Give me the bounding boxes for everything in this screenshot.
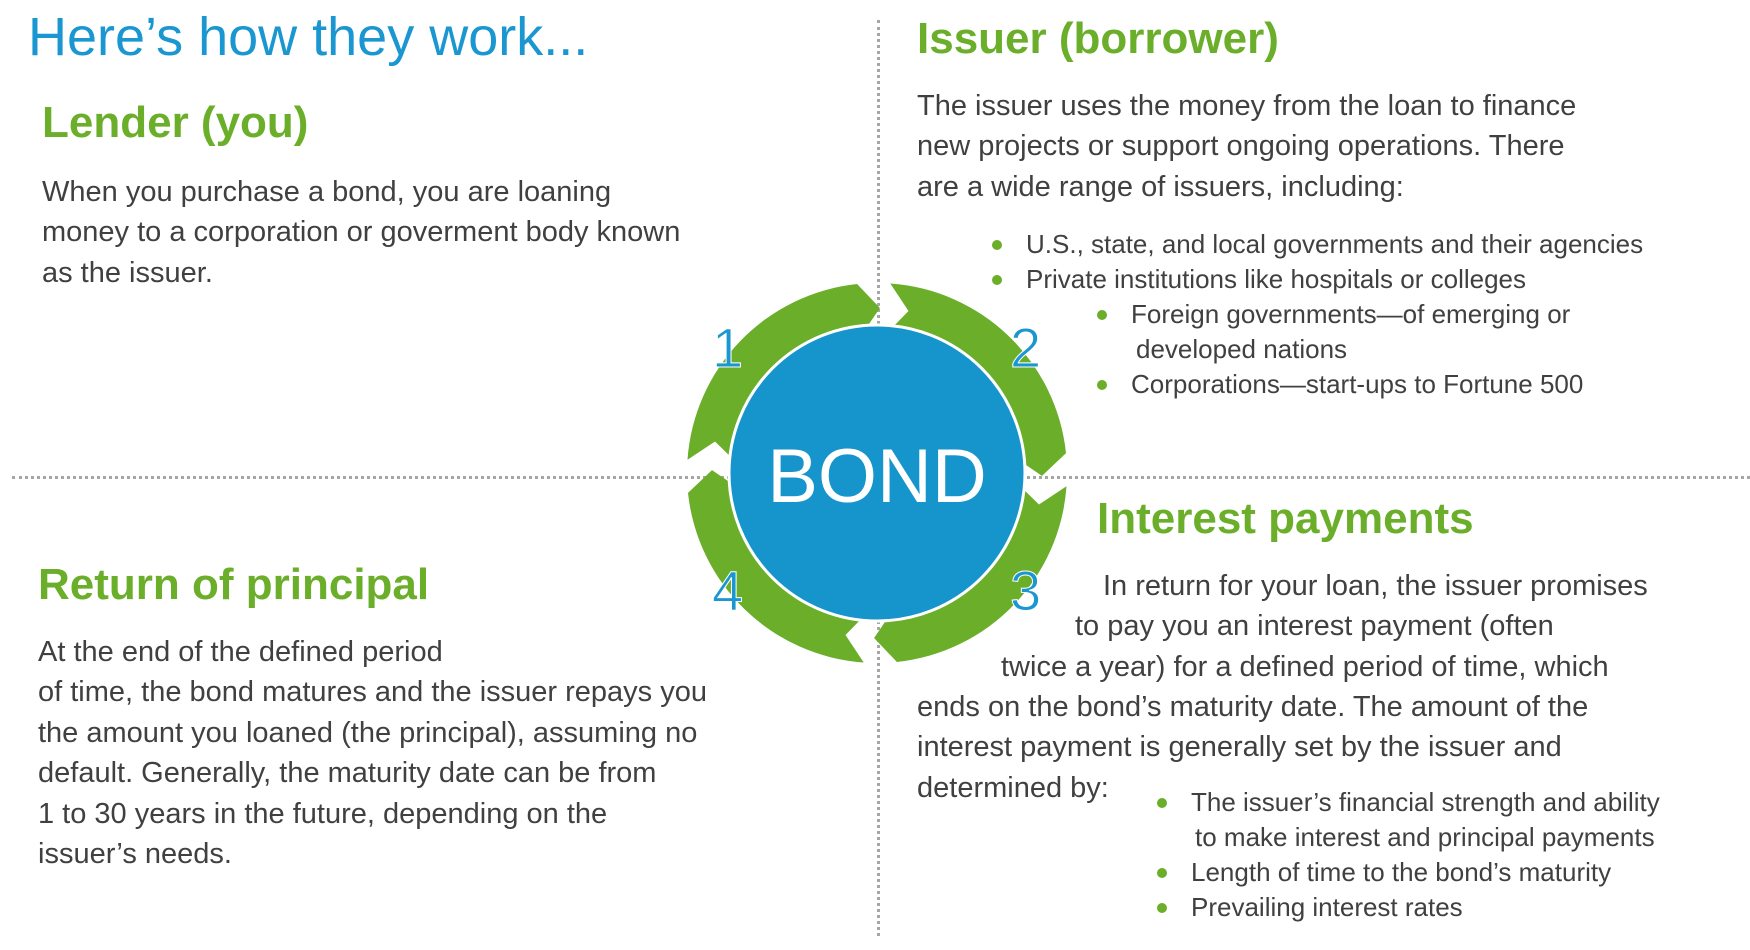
text-line: as the issuer. [42, 256, 213, 289]
text-line: new projects or support ongoing operatio… [917, 130, 1565, 163]
bullet-icon [1157, 903, 1167, 913]
text-line: to pay you an interest payment (often [1075, 610, 1554, 642]
text-line: determined by: [917, 772, 1109, 804]
cycle-arrow-2 [886, 283, 1066, 476]
text-line: When you purchase a bond, you are loanin… [42, 176, 612, 208]
issuer-sub-bullet: Corporations—start-ups to Fortune 500 [1131, 369, 1584, 399]
cycle-arrow-1 [687, 284, 880, 464]
text-line: twice a year) for a defined period of ti… [1001, 651, 1609, 683]
cycle-arrow-3 [874, 482, 1067, 662]
text-line: the amount you loaned (the principal), a… [38, 716, 698, 749]
text-line: 1 to 30 years in the future, depending o… [38, 797, 608, 830]
text-line: At the end of the defined period [38, 636, 443, 668]
text-line: money to a corporation or goverment body… [42, 216, 681, 249]
bullet-icon [1097, 380, 1107, 390]
bullet-icon [992, 240, 1002, 250]
text-line: default. Generally, the maturity date ca… [38, 757, 657, 790]
issuer-heading: Issuer (borrower) [917, 14, 1279, 63]
bond-label: BOND [767, 434, 987, 519]
issuer-bullet: U.S., state, and local governments and t… [1026, 229, 1644, 259]
bullet-icon [1157, 798, 1167, 808]
text-line: interest payment is generally set by the… [917, 731, 1562, 763]
bullet-icon [992, 275, 1002, 285]
bullet-icon [1097, 310, 1107, 320]
interest-bullet-cont: to make interest and principal payments [1195, 822, 1655, 852]
step-number-2: 2 [1009, 316, 1042, 380]
cycle-arrow-4 [688, 470, 868, 663]
issuer-bullet: Private institutions like hospitals or c… [1026, 264, 1527, 294]
text-line: The issuer uses the money from the loan … [917, 90, 1577, 122]
issuer-sub-bullet: Foreign governments—of emerging or [1131, 299, 1571, 329]
issuer-sub-bullet-cont: developed nations [1136, 334, 1348, 364]
text-line: issuer’s needs. [38, 838, 232, 871]
bond-circle [727, 323, 1027, 623]
bullet-icon [1157, 868, 1167, 878]
interest-bullet: Prevailing interest rates [1191, 892, 1463, 922]
interest-bullet: Length of time to the bond’s maturity [1191, 857, 1612, 887]
lender-heading: Lender (you) [42, 98, 309, 147]
step-number-4: 4 [711, 559, 744, 623]
interest-heading: Interest payments [1097, 494, 1474, 543]
interest-bullet: The issuer’s financial strength and abil… [1191, 787, 1660, 817]
step-number-1: 1 [711, 316, 744, 380]
text-line: In return for your loan, the issuer prom… [1103, 570, 1648, 602]
step-number-3: 3 [1009, 559, 1042, 623]
text-line: are a wide range of issuers, including: [917, 170, 1404, 203]
principal-heading: Return of principal [38, 560, 430, 609]
text-line: ends on the bond’s maturity date. The am… [917, 691, 1589, 723]
principal-text: At the end of the defined period of time… [38, 632, 707, 874]
page-title: Here’s how they work... [28, 7, 589, 67]
lender-text: When you purchase a bond, you are loanin… [42, 172, 680, 293]
text-line: of time, the bond matures and the issuer… [38, 676, 707, 709]
issuer-text: The issuer uses the money from the loan … [917, 86, 1576, 207]
